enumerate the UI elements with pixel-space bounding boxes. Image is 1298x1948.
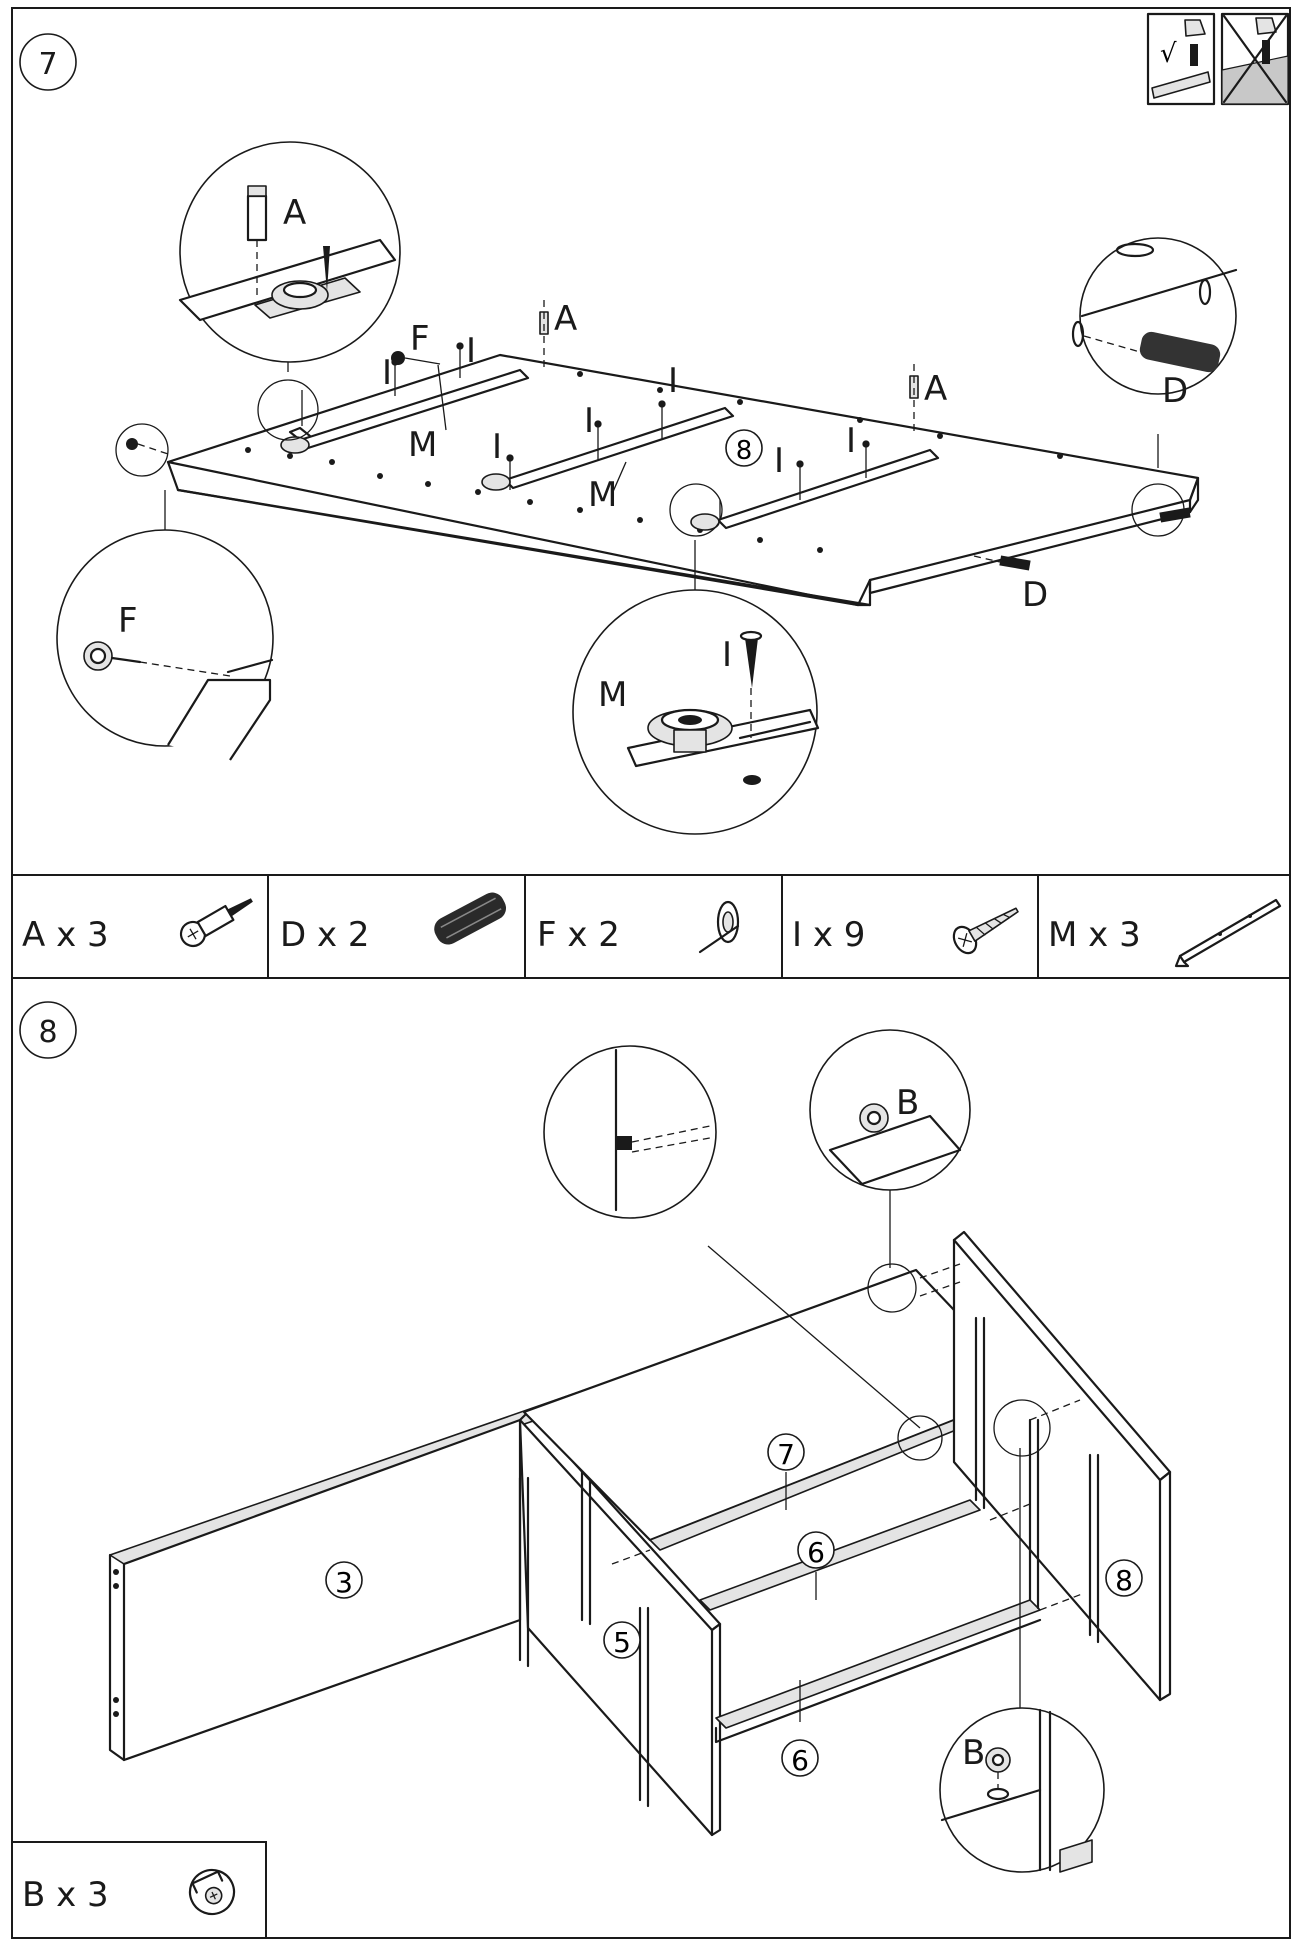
glide-F-on-board (391, 351, 441, 365)
label-I-7: I (846, 421, 856, 461)
part-D-qty: D x 2 (280, 915, 370, 955)
part-M-cell: M x 3 (1048, 898, 1282, 968)
correct-mark: √ (1160, 39, 1177, 69)
step8-dashed-lines (611, 1263, 1083, 1611)
callout-label-D: D (1162, 371, 1188, 411)
step8-number: 8 (38, 1015, 57, 1050)
part-F-cell: F x 2 (537, 900, 740, 955)
callout-cam-nut-B-top: B (809, 1029, 971, 1191)
callout-dowel-edge (543, 1045, 717, 1219)
wrong-drill-orientation-icon (1220, 12, 1290, 106)
step8-small-rings (867, 1263, 1051, 1461)
panel-ref-8-number: 8 (1115, 1564, 1133, 1597)
panel-ref-3: 3 (325, 1561, 363, 1599)
label-I-6: I (774, 441, 784, 481)
callout-label-M: M (598, 675, 627, 715)
label-D-lower: D (1022, 575, 1048, 615)
screws-I (301, 342, 870, 520)
label-I-1: I (466, 331, 476, 371)
wooden-dowel-icon (434, 892, 507, 945)
panel-ref-3-number: 3 (335, 1566, 353, 1599)
dowel-D-upper (1159, 507, 1191, 523)
drawer-runner-icon (1174, 898, 1282, 968)
callout-label-A: A (283, 193, 306, 233)
label-I-5: I (584, 401, 594, 441)
callout-cam-bolt-A: A (178, 141, 401, 363)
cam-bolt-A-right (909, 364, 919, 432)
part-A-qty: A x 3 (22, 915, 109, 955)
part-F-qty: F x 2 (537, 915, 620, 955)
panel-ref-8: 8 (1105, 1559, 1143, 1597)
panel-ref-6-upper-number: 6 (807, 1536, 825, 1569)
shelf-7 (522, 1268, 1032, 1551)
panel-ref-8-step7-number: 8 (736, 436, 753, 466)
part-M-qty: M x 3 (1048, 915, 1141, 955)
step7-badge: 7 (19, 33, 77, 91)
correct-drill-orientation-icon: √ (1146, 12, 1216, 106)
callout-glide-F: F (56, 529, 274, 761)
cam-bolt-icon (179, 898, 253, 948)
label-A-right: A (924, 369, 947, 409)
part-I-qty: I x 9 (792, 915, 865, 955)
small-callout-rings (115, 379, 1185, 537)
step7-number: 7 (38, 47, 57, 82)
panel-ref-8-step7: 8 (725, 429, 763, 467)
callout-label-I: I (722, 635, 732, 675)
runner-wheel-left (280, 436, 310, 454)
furniture-glide-nail-icon (698, 900, 740, 954)
runner-wheel-mid (481, 473, 511, 491)
step8-parts-box: B x 3 (12, 1841, 267, 1938)
label-I-4: I (492, 427, 502, 467)
drawer-runner-right (716, 448, 940, 530)
label-M-mid: M (588, 475, 617, 515)
label-F-board: F (410, 319, 430, 359)
panel-ref-7-number: 7 (777, 1438, 795, 1471)
panel-ref-6-lower-number: 6 (791, 1744, 809, 1777)
callout-label-B-bottom: B (962, 1733, 985, 1773)
page-border (11, 7, 1291, 1939)
cam-lock-nut-icon (188, 1868, 236, 1916)
bottom-panel-8 (166, 353, 1200, 607)
glide-F-left-end (126, 438, 169, 455)
callout-cam-nut-B-bottom: B (939, 1707, 1105, 1873)
callout-label-B-top: B (896, 1083, 919, 1123)
step7-parts-strip: A x 3 D x 2 F x 2 (22, 875, 1282, 978)
part-I-cell: I x 9 (792, 907, 1019, 955)
shelf-6-upper (699, 1499, 981, 1611)
cam-bolt-A-center (539, 300, 549, 368)
label-I-2: I (382, 353, 392, 393)
panel-ref-7: 7 (767, 1433, 805, 1471)
panel-ref-5: 5 (603, 1621, 641, 1659)
part-A-cell: A x 3 (22, 898, 253, 955)
wood-screw-icon (952, 907, 1019, 955)
panel-ref-5-number: 5 (613, 1626, 631, 1659)
label-I-3: I (668, 361, 678, 401)
panel-ref-6-upper: 6 (797, 1531, 835, 1569)
panel-ref-6-lower: 6 (781, 1739, 819, 1777)
part-D-cell: D x 2 (280, 892, 507, 955)
label-A-center: A (554, 299, 577, 339)
callout-label-F: F (118, 601, 138, 641)
dowel-D-lower (973, 555, 1031, 571)
step8-badge: 8 (19, 1001, 77, 1059)
callout-dowel-D: D (1071, 237, 1238, 411)
label-M-left: M (408, 425, 437, 465)
callout-screw-runner: I M (572, 589, 820, 835)
part-B-qty: B x 3 (22, 1875, 109, 1915)
